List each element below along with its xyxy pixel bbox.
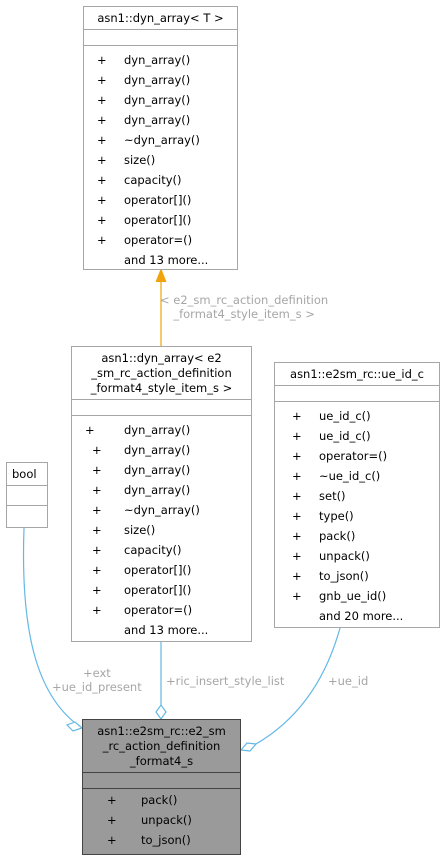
more-methods[interactable]: and 20 more... (319, 609, 404, 623)
list-edge-diamond (155, 703, 167, 721)
method-item[interactable]: +operator=() (97, 233, 193, 247)
class-dyn-array-template[interactable]: asn1::dyn_array< T > +dyn_array() +dyn_a… (83, 6, 238, 270)
title-line-3: _format4_style_item_s > (90, 381, 233, 395)
method-item[interactable]: +dyn_array() (97, 53, 191, 67)
class-e2-sm-rc-action-definition-format4[interactable]: asn1::e2sm_rc::e2_sm _rc_action_definiti… (82, 719, 241, 855)
method-item[interactable]: +unpack() (292, 549, 370, 563)
methods-section: +dyn_array() +dyn_array() +dyn_array() +… (84, 45, 237, 274)
method-item[interactable]: +operator=() (292, 449, 388, 463)
methods-section: +ue_id_c() +ue_id_c() +operator=() +~ue_… (275, 401, 439, 630)
title-line-2: _sm_rc_action_definition (91, 366, 232, 380)
ue-id-edge-diamond (239, 742, 258, 752)
title-line-1: asn1::dyn_array< e2 (101, 351, 222, 365)
method-item[interactable]: +dyn_array() (92, 443, 191, 457)
class-dyn-array-style-item[interactable]: asn1::dyn_array< e2 _sm_rc_action_defini… (71, 346, 252, 642)
bool-edge (22, 527, 83, 729)
class-title: asn1::dyn_array< e2 _sm_rc_action_defini… (72, 347, 251, 399)
template-arrowhead (155, 268, 167, 282)
attributes-section (72, 399, 251, 415)
class-ue-id-c[interactable]: asn1::e2sm_rc::ue_id_c +ue_id_c() +ue_id… (274, 362, 440, 628)
more-methods[interactable]: and 13 more... (124, 623, 209, 637)
method-item[interactable]: +operator[]() (97, 213, 192, 227)
method-item[interactable]: +size() (92, 523, 156, 537)
class-title: asn1::e2sm_rc::ue_id_c (290, 367, 424, 381)
template-label-line-2: _format4_style_item_s > (173, 307, 315, 321)
attributes-section (7, 485, 47, 505)
bool-edge-label: +ext +ue_id_present (52, 666, 142, 694)
ue-id-edge-label: +ue_id (328, 674, 369, 688)
template-edge-label: < e2_sm_rc_action_definition _format4_st… (160, 293, 328, 321)
method-item[interactable]: +pack() (292, 529, 356, 543)
ue-id-edge (255, 627, 341, 745)
method-item[interactable]: +type() (292, 509, 354, 523)
bool-label-line-1: +ext (82, 666, 111, 680)
method-item[interactable]: +ue_id_c() (292, 409, 371, 423)
method-item[interactable]: +dyn_array() (92, 463, 191, 477)
method-item[interactable]: +capacity() (92, 543, 182, 557)
method-item[interactable]: +gnb_ue_id() (292, 589, 387, 603)
method-item[interactable]: +dyn_array() (97, 113, 191, 127)
class-title: bool (12, 467, 37, 481)
method-item[interactable]: +~dyn_array() (97, 133, 200, 147)
title-line-3: _format4_s (129, 754, 194, 768)
method-item[interactable]: +capacity() (97, 173, 182, 187)
method-item[interactable]: +ue_id_c() (292, 429, 371, 443)
template-label-line-1: < e2_sm_rc_action_definition (160, 293, 329, 307)
more-methods[interactable]: and 13 more... (124, 253, 209, 267)
bool-edge-diamond (65, 721, 84, 732)
methods-section: +dyn_array() +dyn_array() +dyn_array() +… (72, 415, 251, 644)
methods-section: +pack() +unpack() +to_json() (83, 788, 240, 854)
method-pack[interactable]: +pack() (107, 793, 178, 807)
method-item[interactable]: +to_json() (292, 569, 369, 583)
method-item[interactable]: +~ue_id_c() (292, 469, 381, 483)
method-item[interactable]: +dyn_array() (85, 423, 191, 437)
list-edge-label: +ric_insert_style_list (166, 674, 285, 688)
method-item[interactable]: +~dyn_array() (92, 503, 200, 517)
bool-label-line-2: +ue_id_present (52, 680, 142, 694)
title-line-2: _rc_action_definition (102, 739, 221, 753)
method-item[interactable]: +dyn_array() (97, 73, 191, 87)
method-item[interactable]: +operator=() (92, 603, 193, 617)
class-title: asn1::dyn_array< T > (97, 11, 224, 25)
class-bool[interactable]: bool (6, 462, 48, 528)
attributes-section (275, 385, 439, 401)
method-item[interactable]: +dyn_array() (92, 483, 191, 497)
title-line-1: asn1::e2sm_rc::e2_sm (97, 724, 226, 738)
method-to-json[interactable]: +to_json() (107, 833, 191, 847)
class-title: asn1::e2sm_rc::e2_sm _rc_action_definiti… (83, 720, 240, 772)
attributes-section (84, 29, 237, 45)
method-item[interactable]: +operator[]() (97, 193, 192, 207)
method-item[interactable]: +operator[]() (92, 563, 192, 577)
attributes-section (83, 772, 240, 788)
method-unpack[interactable]: +unpack() (107, 813, 192, 827)
method-item[interactable]: +operator[]() (92, 583, 192, 597)
method-item[interactable]: +dyn_array() (97, 93, 191, 107)
methods-section (7, 505, 47, 525)
method-item[interactable]: +set() (292, 489, 346, 503)
method-item[interactable]: +size() (97, 153, 156, 167)
